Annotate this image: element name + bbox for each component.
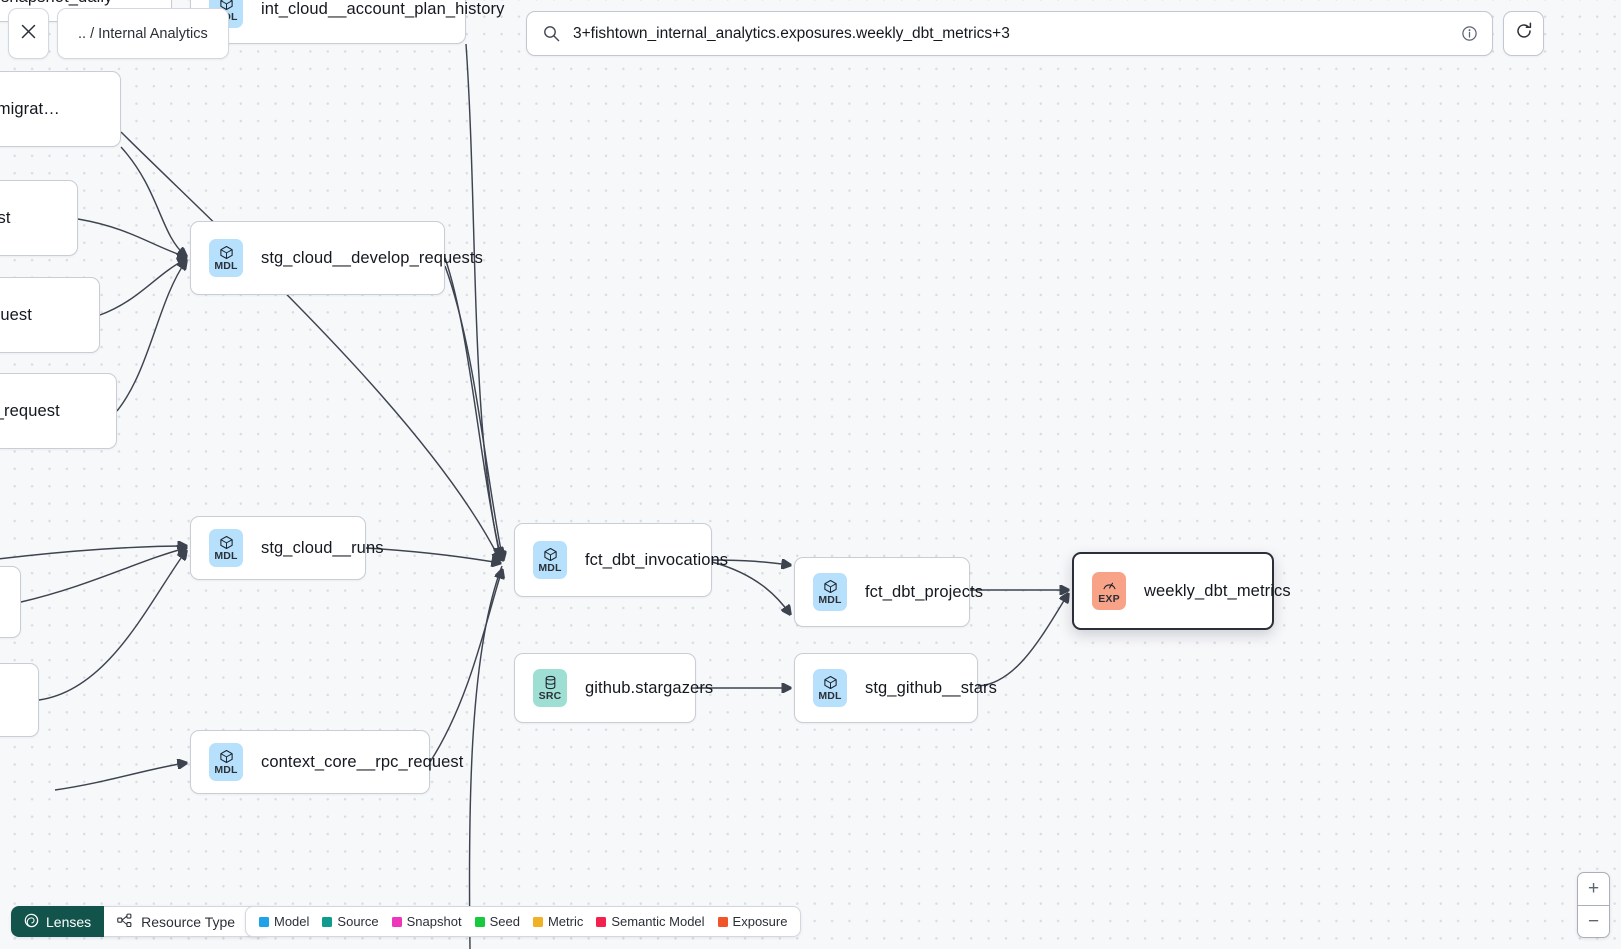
node-type-badge-mdl: MDL xyxy=(209,743,243,781)
node-label: _develop_request xyxy=(0,401,60,420)
resource-type-dropdown[interactable]: Resource Type xyxy=(104,906,272,937)
node-label: multicell_migrat… xyxy=(0,99,60,118)
node-type-code: SRC xyxy=(538,689,562,702)
refresh-button[interactable] xyxy=(1503,11,1544,56)
search-bar[interactable] xyxy=(526,11,1493,56)
lenses-button[interactable]: Lenses xyxy=(11,906,105,937)
graph-node-fct_dbt_invocations[interactable]: MDL fct_dbt_invocations xyxy=(514,523,728,597)
close-button[interactable] xyxy=(8,8,49,59)
gauge-icon xyxy=(1102,578,1117,593)
graph-node-op_request[interactable]: op_request xyxy=(0,180,78,256)
resource-type-legend: Model Source Snapshot Seed Metric Semantic Mo… xyxy=(245,906,802,937)
graph-node-velop_request[interactable]: velop_request xyxy=(0,277,100,353)
legend-swatch xyxy=(391,916,402,927)
node-label: velop_request xyxy=(0,305,32,324)
node-type-badge-exp: EXP xyxy=(1092,572,1126,610)
node-label: stg_github__stars xyxy=(865,678,997,697)
node-label: weekly_dbt_metrics xyxy=(1144,581,1291,600)
node-type-badge-mdl: MDL xyxy=(209,529,243,567)
graph-node-github.stargazers[interactable]: SRC github.stargazers xyxy=(514,653,713,723)
node-type-badge-mdl: MDL xyxy=(533,541,567,579)
legend-item-seed[interactable]: Seed xyxy=(474,914,520,929)
legend-label: Exposure xyxy=(732,914,788,929)
node-type-code: MDL xyxy=(538,561,562,574)
legend-swatch xyxy=(532,916,543,927)
legend-label: Seed xyxy=(489,914,520,929)
node-label: github.stargazers xyxy=(585,678,714,697)
node-type-code: MDL xyxy=(818,689,842,702)
close-icon xyxy=(19,22,38,46)
cube-icon xyxy=(823,579,838,594)
legend-swatch xyxy=(322,916,333,927)
cube-icon xyxy=(219,245,234,260)
cube-icon xyxy=(219,535,234,550)
legend-item-model[interactable]: Model xyxy=(259,914,309,929)
legend-item-snapshot[interactable]: Snapshot xyxy=(391,914,462,929)
info-circle-icon[interactable] xyxy=(1461,25,1478,42)
legend-item-exposure[interactable]: Exposure xyxy=(717,914,788,929)
node-label: fct_dbt_projects xyxy=(865,582,984,601)
graph-node-stg_cloud__runs[interactable]: MDL stg_cloud__runs xyxy=(190,516,383,580)
legend-label: Model xyxy=(274,914,310,929)
graph-node-weekly_dbt_metrics[interactable]: EXP weekly_dbt_metrics xyxy=(1072,552,1291,630)
graph-node-stg_github__stars[interactable]: MDL stg_github__stars xyxy=(794,653,997,723)
lenses-label: Lenses xyxy=(46,913,92,930)
legend-swatch xyxy=(474,916,485,927)
node-type-code: MDL xyxy=(214,259,238,272)
cube-icon xyxy=(219,749,234,764)
node-label: int_cloud__account_plan_history xyxy=(261,0,505,18)
node-type-badge-src: SRC xyxy=(533,669,567,707)
legend-label: Snapshot xyxy=(406,914,462,929)
node-label: op_request xyxy=(0,208,11,227)
database-icon xyxy=(543,675,558,690)
breadcrumb[interactable]: .. / Internal Analytics xyxy=(57,8,229,59)
node-label: fct_dbt_invocations xyxy=(585,550,729,569)
legend-label: Source xyxy=(337,914,379,929)
lenses-toolbar: Lenses Resource Type xyxy=(11,906,272,937)
node-type-badge-mdl: MDL xyxy=(209,239,243,277)
legend-swatch xyxy=(717,916,728,927)
node-type-badge-mdl: MDL xyxy=(813,573,847,611)
breadcrumb-label: .. / Internal Analytics xyxy=(78,25,208,42)
resource-type-label: Resource Type xyxy=(141,913,236,930)
cube-icon xyxy=(219,0,234,11)
cube-icon xyxy=(823,675,838,690)
hierarchy-icon xyxy=(117,913,132,931)
legend-item-source[interactable]: Source xyxy=(322,914,379,929)
graph-node-int_cloud__account_plan_history[interactable]: MDLint_cloud__account_plan_history xyxy=(190,0,504,44)
node-type-code: MDL xyxy=(214,549,238,562)
node-label: snapshot_daily xyxy=(1,0,112,7)
legend-swatch xyxy=(259,916,269,927)
legend-item-metric[interactable]: Metric xyxy=(532,914,584,929)
lens-spiral-icon xyxy=(24,913,39,931)
node-type-code: MDL xyxy=(818,593,842,606)
legend-label: Semantic Model xyxy=(611,914,705,929)
node-type-code: EXP xyxy=(1098,592,1120,605)
legend-item-semantic-model[interactable]: Semantic Model xyxy=(596,914,705,929)
graph-node-left_n[interactable]: n xyxy=(0,566,21,638)
cube-icon xyxy=(543,547,558,562)
node-label: stg_cloud__develop_requests xyxy=(261,248,483,267)
zoom-in-button[interactable]: + xyxy=(1587,878,1600,899)
search-icon xyxy=(543,25,560,42)
zoom-controls: + − xyxy=(1577,872,1610,938)
refresh-icon xyxy=(1514,21,1534,46)
node-label: stg_cloud__runs xyxy=(261,538,384,557)
node-type-badge-mdl: MDL xyxy=(813,669,847,707)
graph-node-multicell_migrat[interactable]: multicell_migrat… xyxy=(0,71,121,147)
search-input[interactable] xyxy=(573,24,1461,43)
zoom-out-button[interactable]: − xyxy=(1578,905,1609,937)
legend-swatch xyxy=(596,916,607,927)
legend-label: Metric xyxy=(547,914,584,929)
graph-node-fct_dbt_projects[interactable]: MDL fct_dbt_projects xyxy=(794,557,983,627)
graph-node-stg_cloud__develop_requests[interactable]: MDL stg_cloud__develop_requests xyxy=(190,221,483,295)
graph-node-develop_request[interactable]: _develop_request xyxy=(0,373,117,449)
graph-node-left_run[interactable]: _run xyxy=(0,663,39,737)
node-label: context_core__rpc_request xyxy=(261,752,464,771)
graph-node-context_core__rpc_request[interactable]: MDL context_core__rpc_request xyxy=(190,730,463,794)
node-type-code: MDL xyxy=(214,763,238,776)
